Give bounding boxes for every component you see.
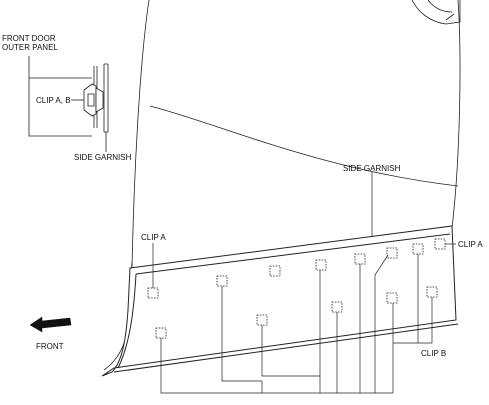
clip-row1-6 (386, 247, 398, 259)
clip-row2-4 (386, 292, 398, 304)
body-front-edge (131, 0, 150, 269)
side-garnish-panel (101, 225, 459, 377)
clip-row2-3 (331, 301, 343, 313)
clip-b (426, 286, 438, 298)
label-side-garnish-detail: SIDE GARNISH (74, 153, 132, 162)
label-front: FRONT (36, 342, 64, 351)
detail-bracket (28, 56, 92, 137)
arrow-left-icon (29, 316, 72, 333)
clip-row2-2 (256, 314, 268, 326)
clip-row1-5 (354, 253, 366, 265)
body-rear-edge (451, 0, 461, 229)
label-clip-ab: CLIP A, B (36, 96, 71, 105)
clip-row2-1 (155, 327, 167, 339)
label-front-door-outer-panel-2: OUTER PANEL (2, 43, 58, 52)
clip-b-leader-bracket (160, 254, 433, 394)
clip-row1-2 (216, 275, 228, 287)
clip-detail-inset (28, 56, 109, 152)
label-clip-b: CLIP B (421, 349, 447, 358)
label-clip-a-right: CLIP A (458, 240, 483, 249)
body-crease-line (149, 105, 459, 187)
mirror-shape (411, 0, 461, 25)
clip-a-left (147, 287, 159, 299)
clip-row1-4 (315, 259, 327, 271)
mirror-inner (427, 0, 453, 13)
clip-row1-3 (269, 265, 281, 277)
clip-row1-7 (412, 243, 424, 255)
label-front-door-outer-panel-1: FRONT DOOR (2, 34, 56, 43)
label-clip-a-left: CLIP A (141, 233, 166, 242)
label-side-garnish-main: SIDE GARNISH (343, 164, 401, 173)
